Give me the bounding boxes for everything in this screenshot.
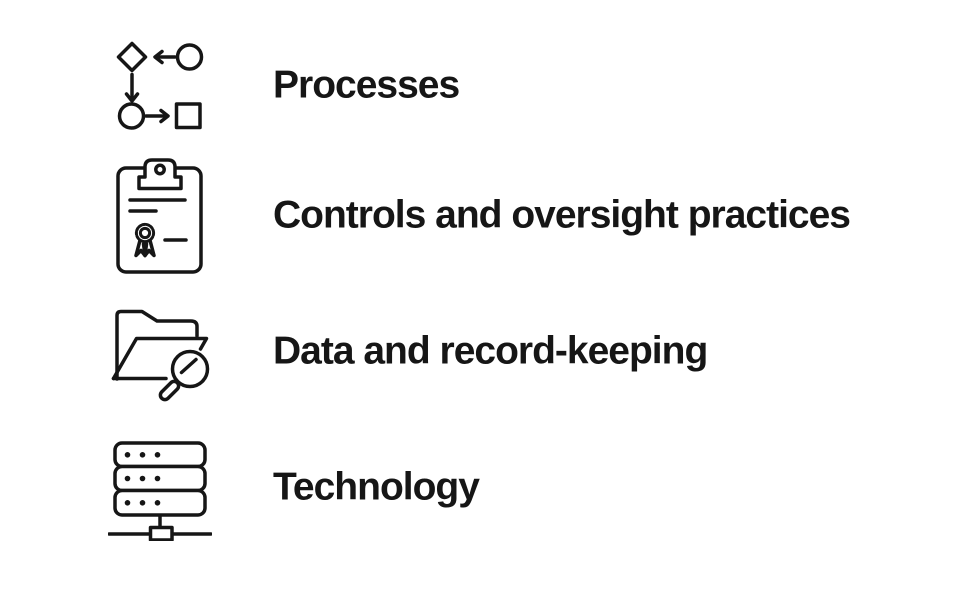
list-item-controls: Controls and oversight practices	[0, 154, 960, 278]
server-icon	[108, 435, 212, 541]
list-item-technology: Technology	[0, 426, 960, 550]
list-item-processes: Processes	[0, 24, 960, 148]
item-label: Controls and oversight practices	[273, 193, 851, 237]
certificate-clipboard-icon	[108, 158, 212, 274]
folder-search-icon	[108, 301, 212, 403]
list-item-data: Data and record-keeping	[0, 290, 960, 414]
item-label: Data and record-keeping	[273, 329, 708, 373]
item-label: Processes	[273, 63, 460, 107]
flowchart-icon	[108, 41, 212, 131]
item-label: Technology	[273, 465, 480, 509]
